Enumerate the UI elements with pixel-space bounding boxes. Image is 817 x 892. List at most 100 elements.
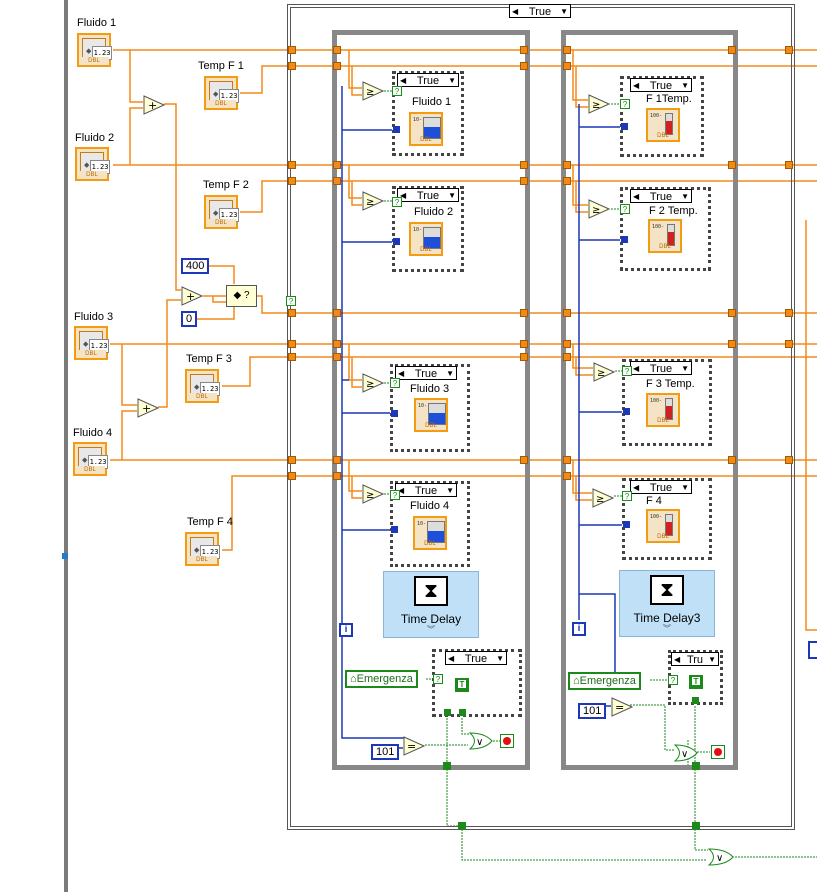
expand-chevron-icon: ︾ — [427, 625, 435, 634]
case-fluido3-selector[interactable]: ◀True▼ — [395, 366, 457, 380]
tunnel — [288, 456, 296, 464]
constant-101-right[interactable]: 101 — [578, 703, 607, 719]
time-delay-left[interactable]: ⧗ Time Delay ︾ — [383, 571, 479, 638]
equal-node-right[interactable]: = — [611, 697, 633, 717]
temp1-label: Temp F 1 — [198, 60, 244, 72]
compare-node[interactable]: ≥ — [362, 373, 384, 393]
or-node-final[interactable]: ∨ — [708, 848, 734, 866]
case-fluido1-selector[interactable]: ◀True▼ — [397, 73, 459, 87]
add-node[interactable]: + — [137, 398, 159, 418]
case-f4-selector[interactable]: ◀True▼ — [630, 480, 692, 494]
tunnel — [333, 177, 341, 185]
outer-case-selector[interactable]: ◀True▼ — [509, 4, 571, 18]
bool-true-const-right[interactable]: T — [689, 675, 703, 689]
tunnel — [333, 340, 341, 348]
case-f1temp-selector[interactable]: ◀True▼ — [630, 78, 692, 92]
time-delay-left-label: Time Delay — [400, 612, 462, 626]
svg-text:∨: ∨ — [716, 853, 723, 864]
case-emergency-left-selector[interactable]: ◀True▼ — [445, 651, 507, 665]
case-selector-terminal: ? — [622, 491, 632, 501]
indicator-f1temp: 100-DBL — [646, 108, 680, 142]
equal-node-left[interactable]: = — [403, 736, 425, 756]
case-selector-terminal: ? — [622, 366, 632, 376]
tunnel — [563, 456, 571, 464]
indicator-fluido2: 10-DBL — [409, 222, 443, 256]
svg-text:+: + — [148, 99, 157, 112]
constant-400[interactable]: 400 — [181, 258, 210, 274]
global-emergenza-left[interactable]: ⌂Emergenza — [345, 670, 418, 688]
global-emergenza-right[interactable]: ⌂Emergenza — [568, 672, 641, 690]
tunnel — [288, 161, 296, 169]
tunnel — [288, 177, 296, 185]
constant-0[interactable]: 0 — [181, 311, 198, 327]
case-selector-terminal: ? — [433, 674, 443, 684]
temp4-label: Temp F 4 — [187, 516, 233, 528]
svg-text:=: = — [407, 740, 416, 753]
tunnel — [520, 456, 528, 464]
indicator-fluido4-label: Fluido 4 — [410, 500, 450, 512]
compare-node[interactable]: ≥ — [362, 484, 384, 504]
case-emergency-right-selector[interactable]: ◀Tru▼ — [671, 652, 719, 666]
compare-node[interactable]: ≥ — [362, 81, 384, 101]
svg-text:+: + — [142, 402, 151, 415]
bool-tunnel — [458, 822, 466, 830]
indicator-f1temp-label: F 1Temp. — [646, 93, 692, 105]
tunnel — [333, 353, 341, 361]
indicator-fluido3: 10-DBL — [414, 398, 448, 432]
tunnel — [333, 62, 341, 70]
or-node-left[interactable]: ∨ — [469, 732, 493, 750]
bool-tunnel — [444, 709, 451, 716]
constant-101-left[interactable]: 101 — [371, 744, 400, 760]
tunnel — [563, 472, 571, 480]
add-node[interactable]: + — [143, 95, 165, 115]
hourglass-icon: ⧗ — [650, 575, 684, 605]
bool-true-const-left[interactable]: T — [455, 678, 469, 692]
indicator-fluido2-label: Fluido 2 — [414, 206, 454, 218]
case-fluido4-selector[interactable]: ◀True▼ — [395, 483, 457, 497]
tunnel — [520, 340, 528, 348]
compare-node[interactable]: ≥ — [588, 199, 610, 219]
tunnel — [785, 46, 793, 54]
select-node[interactable]: ◆ ? — [226, 285, 257, 307]
compare-node[interactable]: ≥ — [592, 488, 614, 508]
fluido4-label: Fluido 4 — [73, 427, 113, 439]
blue-tunnel — [621, 236, 628, 243]
indicator-f2temp: 100-DBL — [648, 219, 682, 253]
add-node[interactable]: + — [181, 286, 203, 306]
indicator-f3temp-label: F 3 Temp. — [646, 378, 695, 390]
svg-text:∨: ∨ — [681, 749, 688, 760]
indicator-f4: 100-DBL — [646, 509, 680, 543]
time-delay-right[interactable]: ⧗ Time Delay3 ︾ — [619, 570, 715, 637]
compare-node[interactable]: ≥ — [362, 191, 384, 211]
case-selector-terminal: ? — [668, 675, 678, 685]
compare-node[interactable]: ≥ — [593, 362, 615, 382]
case-fluido2-selector[interactable]: ◀True▼ — [397, 188, 459, 202]
stop-terminal-right[interactable] — [711, 745, 725, 759]
tunnel — [288, 340, 296, 348]
panel-scrollbar[interactable] — [64, 0, 68, 892]
tunnel — [785, 309, 793, 317]
or-node-right[interactable]: ∨ — [674, 744, 698, 762]
case-f3temp-selector[interactable]: ◀True▼ — [630, 361, 692, 375]
tunnel — [333, 46, 341, 54]
tunnel — [520, 353, 528, 361]
compare-node[interactable]: ≥ — [588, 94, 610, 114]
tunnel — [288, 472, 296, 480]
indicator-fluido4: 10-DBL — [413, 516, 447, 550]
scroll-marker — [62, 553, 68, 559]
svg-text:∨: ∨ — [476, 737, 483, 748]
svg-text:≥: ≥ — [592, 100, 600, 111]
case-f2temp-selector[interactable]: ◀True▼ — [630, 189, 692, 203]
time-delay-right-label: Time Delay3 — [633, 611, 701, 625]
stop-terminal-left[interactable] — [500, 734, 514, 748]
svg-text:≥: ≥ — [592, 205, 600, 216]
